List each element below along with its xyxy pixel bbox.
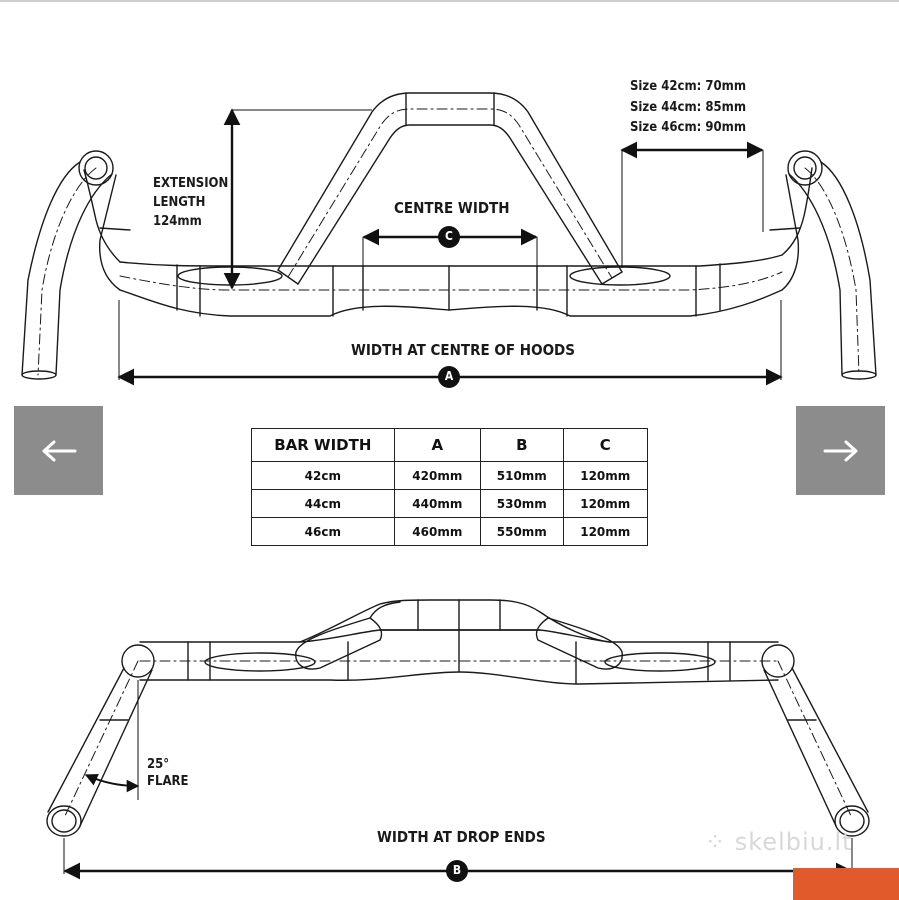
header-a: A [393, 428, 482, 462]
previous-image-button[interactable] [14, 406, 103, 495]
table-cell: 530mm [480, 489, 564, 518]
size-table: BAR WIDTH A B C 42cm 420mm 510mm 120mm 4… [251, 428, 649, 546]
table-row: 46cm 460mm 550mm 120mm [251, 517, 649, 546]
table-cell: 440mm [393, 489, 482, 518]
flare-text: FLARE [147, 774, 189, 789]
header-b: B [480, 428, 564, 462]
watermark-dots-icon: ⁘ [705, 828, 727, 856]
top-border [0, 0, 899, 2]
table-row: 44cm 440mm 530mm 120mm [251, 489, 649, 518]
corner-accent-tab[interactable] [793, 868, 899, 900]
header-c: C [562, 428, 649, 462]
table-row: 42cm 420mm 510mm 120mm [251, 461, 649, 490]
table-cell: 120mm [562, 489, 649, 518]
table-cell: 44cm [251, 489, 395, 518]
marker-c-badge [438, 226, 460, 248]
hood-width-label: WIDTH AT CENTRE OF HOODS [351, 341, 575, 359]
table-cell: 120mm [562, 461, 649, 490]
table-cell: 46cm [251, 517, 395, 546]
extension-label-line-1: EXTENSION [153, 176, 229, 191]
table-cell: 42cm [251, 461, 395, 490]
header-bar-width: BAR WIDTH [251, 428, 395, 462]
watermark-text: skelbiu.lt [734, 828, 853, 856]
next-image-button[interactable] [796, 406, 885, 495]
reach-size-42: Size 42cm: 70mm [630, 79, 747, 94]
drop-width-marker: B [452, 863, 462, 877]
extension-label-line-2: LENGTH [153, 195, 206, 210]
watermark-logo: ⁘ skelbiu.lt [705, 828, 853, 856]
table-cell: 460mm [393, 517, 482, 546]
hood-width-marker: A [444, 369, 454, 383]
centre-width-marker: C [445, 229, 453, 243]
centre-width-label: CENTRE WIDTH [394, 199, 510, 217]
table-header-row: BAR WIDTH A B C [251, 428, 649, 462]
table-cell: 120mm [562, 517, 649, 546]
table-cell: 510mm [480, 461, 564, 490]
table-cell: 550mm [480, 517, 564, 546]
arrow-right-icon [823, 440, 857, 461]
flare-angle: 25° [147, 757, 170, 772]
flare-label: 25° FLARE [147, 756, 189, 790]
reach-sizes-label: Size 42cm: 70mm Size 44cm: 85mm Size 46c… [630, 77, 746, 139]
extension-label-line-3: 124mm [153, 214, 202, 229]
extension-length-label: EXTENSION LENGTH 124mm [153, 174, 228, 231]
marker-b-badge [446, 860, 468, 882]
reach-size-44: Size 44cm: 85mm [630, 99, 747, 115]
bottom-handlebar-view [46, 599, 870, 837]
table-cell: 420mm [393, 461, 482, 490]
drop-width-label: WIDTH AT DROP ENDS [377, 828, 546, 846]
reach-size-46: Size 46cm: 90mm [630, 120, 747, 135]
arrow-left-icon [42, 440, 76, 461]
marker-a-badge [438, 366, 460, 388]
